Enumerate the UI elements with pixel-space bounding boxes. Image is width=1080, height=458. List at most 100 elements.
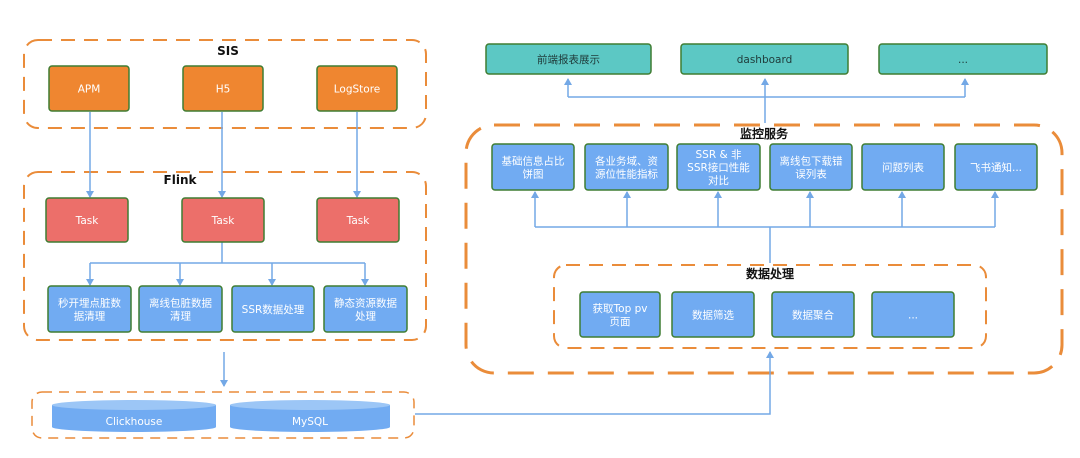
flink-task-1-shape [45, 197, 129, 243]
monitor-item-6: 飞书通知... [954, 143, 1038, 191]
cleaning-step-4-label: 处理 [355, 311, 376, 323]
monitor-item-6-label: 飞书通知... [970, 161, 1022, 174]
cleaning-step-1-label: 秒开埋点脏数 [58, 297, 121, 310]
cleaning-step-3-label: SSR数据处理 [242, 303, 305, 316]
flink-task-2-shape [181, 197, 265, 243]
cleaning-step-1-label: 据清理 [74, 310, 106, 323]
connectors [86, 78, 999, 415]
storage-group [31, 391, 415, 439]
flink-group: Flink [23, 171, 427, 341]
monitor-item-2-label: 各业务域、资 [595, 155, 658, 168]
frontends: 前端报表展示 dashboard... [485, 43, 1048, 75]
sis-source-1: APM [48, 65, 130, 112]
processing-group-title: 数据处理 [746, 266, 794, 281]
frontend-1: 前端报表展示 [485, 43, 652, 75]
flink-task-3: Task [316, 197, 400, 243]
database-1-label: Clickhouse [106, 416, 163, 428]
sis-group-title: SIS [217, 44, 239, 58]
flink-tasks: Task Task Task [45, 197, 400, 243]
monitor-item-2-label: 源位性能指标 [595, 168, 658, 181]
frontend-1-label: 前端报表展示 [537, 53, 600, 66]
cleaning-step-3: SSR数据处理 [231, 285, 315, 333]
monitor-group-title: 监控服务 [740, 126, 789, 141]
database-1: Clickhouse [52, 400, 216, 432]
flink-task-1: Task [45, 197, 129, 243]
sis-source-3-label: LogStore [334, 84, 381, 96]
processing-group: 数据处理 [553, 264, 987, 349]
monitor-item-2-shape [584, 143, 669, 191]
monitor-item-5-shape [861, 143, 945, 191]
monitor-item-5-label: 问题列表 [882, 161, 924, 174]
database-2-body [230, 405, 390, 432]
processing-step-3-label: 数据聚合 [792, 309, 834, 322]
frontend-3-label: ... [958, 54, 968, 66]
flink-task-2: Task [181, 197, 265, 243]
cleaning-step-4-label: 静态资源数据 [334, 297, 397, 310]
monitor-item-3-shape [676, 143, 761, 191]
flink-task-3-label: Task [346, 215, 371, 227]
sis-sources: APM H5 LogStore [48, 65, 398, 112]
frontend-2-label: dashboard [737, 54, 793, 66]
processing-step-1-shape [579, 291, 661, 338]
processing-step-4: ... [871, 291, 955, 338]
sis-group: SIS [23, 39, 427, 129]
processing-step-4-label: ... [908, 310, 918, 322]
flink-task-2-label: Task [211, 215, 236, 227]
database-2-label: MySQL [292, 416, 328, 428]
cleaning-step-4-shape [323, 285, 408, 333]
processing-step-1-label: 获取Top pv [593, 303, 648, 315]
monitor-item-4-shape [769, 143, 853, 191]
frontend-2: dashboard [680, 43, 849, 75]
processing-step-4-shape [871, 291, 955, 338]
flink-group-title: Flink [164, 173, 198, 187]
processing-step-2: 数据筛选 [671, 291, 755, 338]
monitor-item-1-label: 饼图 [523, 168, 544, 181]
database-1-body [52, 405, 216, 432]
processing-step-3: 数据聚合 [771, 291, 855, 338]
database-2: MySQL [230, 400, 390, 432]
sis-source-1-shape [48, 65, 130, 112]
monitor-item-3-label: 对比 [708, 174, 729, 187]
sis-source-3-shape [316, 65, 398, 112]
monitor-item-6-shape [954, 143, 1038, 191]
frontend-2-shape [680, 43, 849, 75]
processing-step-3-shape [771, 291, 855, 338]
databases: Clickhouse MySQL [52, 400, 390, 432]
cleaning-step-2-shape [138, 285, 223, 333]
monitor-item-5: 问题列表 [861, 143, 945, 191]
processing-step-2-label: 数据筛选 [692, 309, 734, 322]
cleaning-step-2-label: 清理 [170, 310, 191, 323]
sis-source-1-label: APM [78, 84, 101, 96]
cleaning-step-1-shape [47, 285, 132, 333]
sis-source-2-label: H5 [216, 84, 231, 96]
processing-step-1-label: 页面 [610, 316, 631, 328]
monitor-item-3-label: SSR接口性能 [687, 161, 750, 174]
sis-source-2: H5 [182, 65, 264, 112]
processing-step-2-shape [671, 291, 755, 338]
frontend-3-shape [878, 43, 1048, 75]
sis-source-2-shape [182, 65, 264, 112]
monitor-group: 监控服务 [464, 123, 1064, 375]
frontend-1-shape [485, 43, 652, 75]
monitor-item-4-label: 离线包下载错 [780, 155, 843, 168]
database-1-top [52, 400, 216, 410]
monitor-item-1-label: 基础信息占比 [502, 155, 565, 168]
arrow-storage-to-processing [415, 351, 774, 415]
sis-source-3: LogStore [316, 65, 398, 112]
flink-task-1-label: Task [75, 215, 100, 227]
flink-task-3-shape [316, 197, 400, 243]
database-2-top [230, 400, 390, 410]
frontend-3: ... [878, 43, 1048, 75]
